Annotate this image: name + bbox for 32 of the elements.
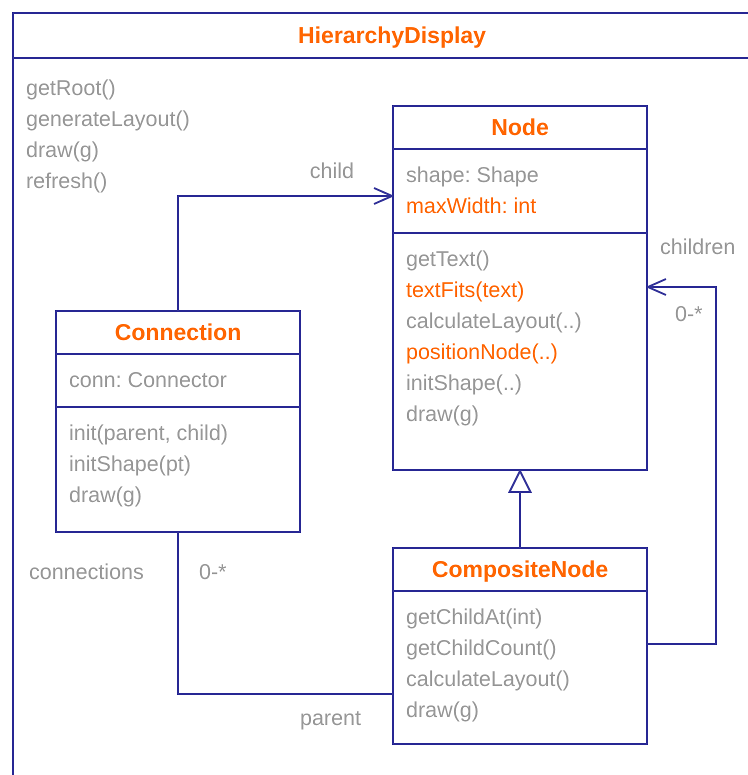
class-member: getRoot(): [26, 75, 116, 102]
class-member: generateLayout(): [26, 106, 190, 133]
class-member: getChildAt(int): [406, 604, 542, 631]
class-member: initShape(pt): [69, 451, 191, 478]
class-name: CompositeNode: [432, 555, 608, 583]
class-name: Connection: [114, 318, 242, 346]
association-arrow: [647, 278, 717, 645]
class-box: [55, 310, 301, 533]
association-line: [177, 533, 392, 695]
class-member: shape: Shape: [406, 162, 539, 189]
class-member: calculateLayout(): [406, 666, 570, 693]
class-box: [12, 12, 748, 775]
class-member: maxWidth: int: [406, 193, 536, 220]
class-name: Node: [491, 113, 549, 141]
class-member: getChildCount(): [406, 635, 557, 662]
class-member: textFits(text): [406, 277, 524, 304]
class-member: draw(g): [406, 401, 479, 428]
class-member: init(parent, child): [69, 420, 228, 447]
class-member: refresh(): [26, 168, 108, 195]
class-member: getText(): [406, 246, 490, 273]
class-box: [392, 105, 648, 471]
class-member: initShape(..): [406, 370, 522, 397]
class-name: HierarchyDisplay: [298, 21, 486, 49]
class-member: conn: Connector: [69, 367, 227, 394]
association-arrow: [177, 187, 393, 310]
class-member: calculateLayout(..): [406, 308, 582, 335]
inheritance-arrow: [508, 470, 532, 547]
class-member: positionNode(..): [406, 339, 558, 366]
class-member: draw(g): [26, 137, 99, 164]
class-member: draw(g): [406, 697, 479, 724]
class-member: draw(g): [69, 482, 142, 509]
class-box: [392, 547, 648, 745]
